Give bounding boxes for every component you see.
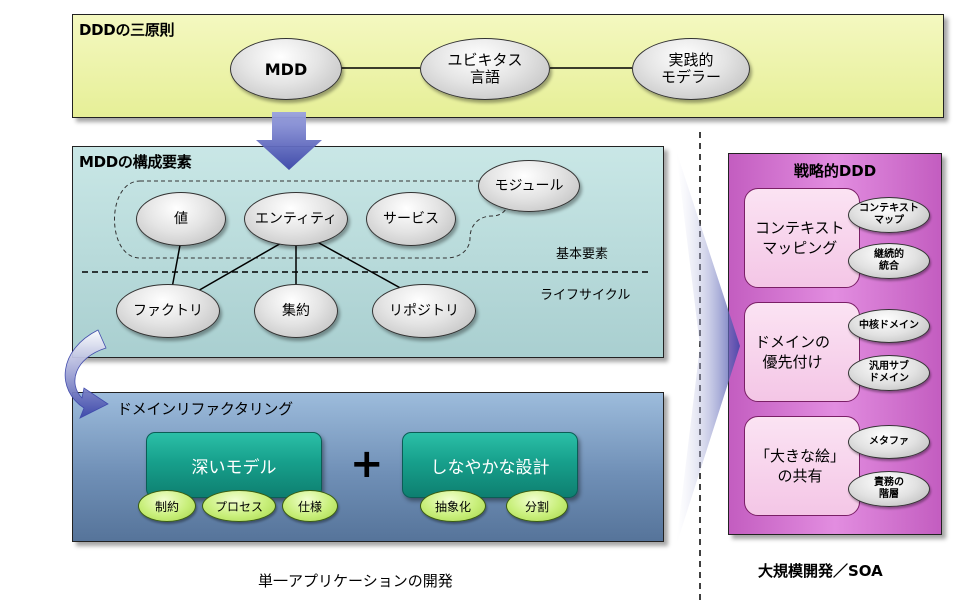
mdd-value: 値 — [136, 192, 226, 246]
principle-mdd: MDD — [230, 38, 342, 100]
entity-repository-link — [309, 237, 405, 291]
caption-large-scale: 大規模開発／SOA — [758, 562, 883, 580]
tag-constraint: 制約 — [138, 490, 196, 522]
mdd-aggregate: 集約 — [254, 284, 338, 338]
plus-sign: + — [350, 441, 384, 487]
refactoring-title: ドメインリファクタリング — [117, 400, 293, 418]
big-right-arrow — [676, 150, 740, 546]
mdd-factory: ファクトリ — [116, 284, 220, 338]
caption-single-app: 単一アプリケーションの開発 — [258, 572, 453, 590]
basic-elements-label: 基本要素 — [556, 247, 609, 262]
curved-arrow — [64, 329, 109, 419]
tag-process: プロセス — [202, 490, 276, 522]
item-context-map: コンテキスト マップ — [848, 197, 930, 233]
strategic-title: 戦略的DDD — [793, 162, 877, 180]
entity-factory-link — [195, 237, 291, 293]
down-arrow — [256, 112, 322, 170]
mdd-module: モジュール — [478, 160, 580, 212]
mdd-service: サービス — [366, 192, 456, 246]
lifecycle-label: ライフサイクル — [540, 288, 631, 303]
tag-specification: 仕様 — [282, 490, 338, 522]
supple-design-box: しなやかな設計 — [402, 432, 578, 498]
item-core-domain: 中核ドメイン — [848, 309, 930, 343]
strategic-domain-prioritization: ドメインの 優先付け — [744, 302, 860, 402]
item-metaphor: メタファ — [848, 425, 930, 459]
principle-ubiquitous-language: ユビキタス 言語 — [420, 38, 550, 100]
principle-practical-modeler: 実践的 モデラー — [632, 38, 750, 100]
mdd-title: MDDの構成要素 — [79, 153, 192, 171]
item-responsibility-layers: 責務の 階層 — [848, 471, 930, 507]
mdd-repository: リポジトリ — [372, 284, 476, 338]
item-generic-subdomain: 汎用サブ ドメイン — [848, 355, 930, 391]
strategic-context-mapping: コンテキスト マッピング — [744, 188, 860, 288]
principles-title: DDDの三原則 — [79, 21, 175, 39]
mdd-entity: エンティティ — [244, 192, 348, 246]
item-continuous-integration: 継続的 統合 — [848, 243, 930, 279]
strategic-big-picture: 「大きな絵」 の共有 — [744, 416, 860, 516]
value-factory-link — [171, 239, 182, 289]
tag-abstraction: 抽象化 — [420, 490, 486, 522]
tag-decomposition: 分割 — [506, 490, 568, 522]
deep-model-box: 深いモデル — [146, 432, 322, 498]
